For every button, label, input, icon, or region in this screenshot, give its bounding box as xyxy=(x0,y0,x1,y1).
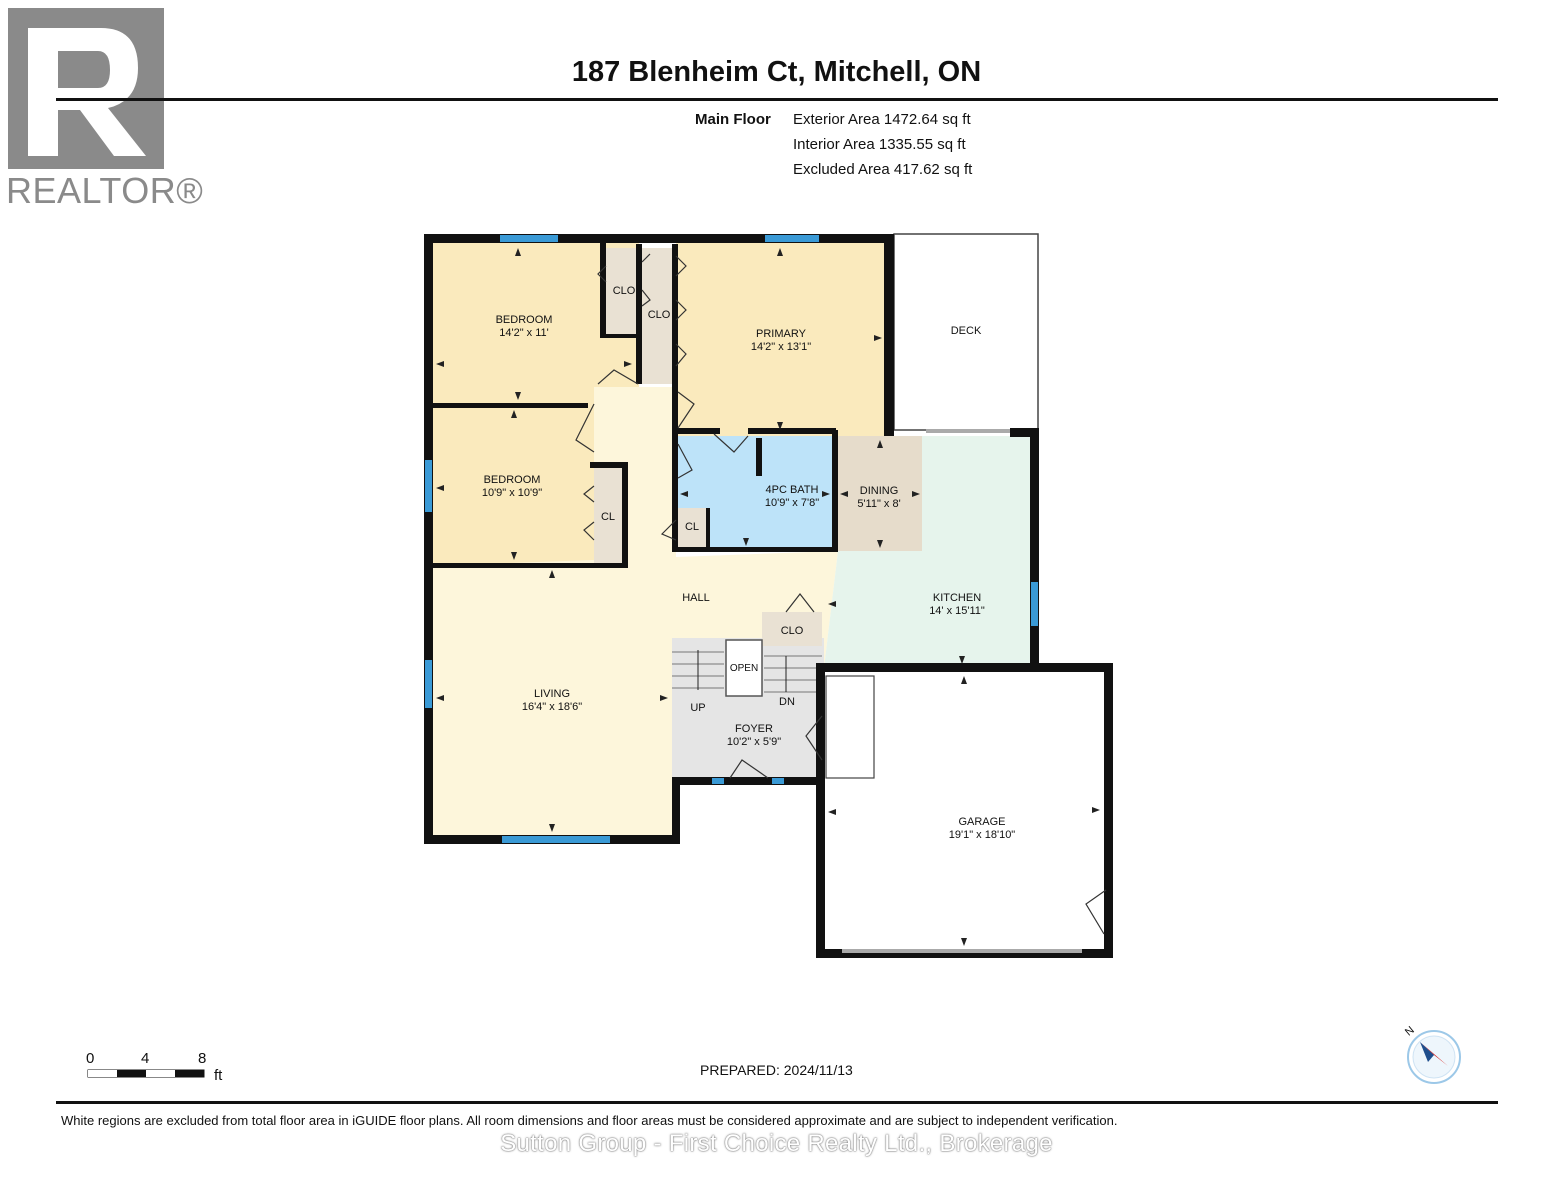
walls xyxy=(424,234,1113,958)
realtor-r-logo-icon xyxy=(8,8,164,169)
foyer-dims: 10'2" x 5'9" xyxy=(727,736,781,748)
doors xyxy=(575,253,1107,953)
garage-dims: 19'1" x 18'10" xyxy=(949,829,1016,841)
stairs-dn-label: DN xyxy=(779,696,795,708)
primary-dims: 14'2" x 13'1" xyxy=(751,341,811,353)
scale-unit: ft xyxy=(214,1067,223,1084)
realtor-wordmark: REALTOR® xyxy=(6,170,204,211)
hall-name: HALL xyxy=(682,592,710,604)
room-fills xyxy=(430,240,1030,838)
header-divider xyxy=(56,98,1498,101)
scale-label-0: 0 xyxy=(86,1050,94,1067)
closet-fill-4 xyxy=(676,508,708,548)
closet-fill-1 xyxy=(606,248,638,336)
deck-name: DECK xyxy=(951,325,982,337)
living-name: LIVING xyxy=(534,688,570,700)
property-address-title: 187 Blenheim Ct, Mitchell, ON xyxy=(571,56,982,88)
compass-icon: N xyxy=(1403,1024,1461,1084)
room-labels: BEDROOM 14'2" x 11' PRIMARY 14'2" x 13'1… xyxy=(482,285,1015,841)
kitchen-dims: 14' x 15'11" xyxy=(929,605,985,617)
footer-divider xyxy=(56,1101,1498,1104)
floor-name: Main Floor xyxy=(695,111,771,128)
dimension-ticks xyxy=(436,248,1100,946)
bedroom1-name: BEDROOM xyxy=(496,314,553,326)
closet-label-5: CLO xyxy=(781,625,804,637)
stairs xyxy=(672,650,822,693)
kitchen-fill xyxy=(824,436,1030,668)
primary-fill xyxy=(676,240,889,436)
bedroom1-dims: 14'2" x 11' xyxy=(499,327,549,339)
brokerage-watermark: Sutton Group - First Choice Realty Ltd.,… xyxy=(500,1130,1053,1157)
compass-north: N xyxy=(1403,1024,1417,1038)
closet-label-3: CL xyxy=(601,511,615,523)
interior-area: Interior Area 1335.55 sq ft xyxy=(793,136,966,153)
stairs-open-label: OPEN xyxy=(730,663,758,674)
deck xyxy=(893,233,1039,431)
exterior-area: Exterior Area 1472.64 sq ft xyxy=(793,111,971,128)
dining-dims: 5'11" x 8' xyxy=(857,498,900,510)
scale-label-8: 8 xyxy=(198,1050,206,1067)
disclaimer: White regions are excluded from total fl… xyxy=(61,1113,1118,1128)
foyer-name: FOYER xyxy=(735,723,773,735)
windows xyxy=(425,235,1038,843)
closet-fill-2 xyxy=(642,248,676,384)
dining-name: DINING xyxy=(860,485,899,497)
bedroom2-name: BEDROOM xyxy=(484,474,541,486)
closet-label-4: CL xyxy=(685,521,699,533)
closet-fill-5 xyxy=(762,612,822,646)
stairs-open-well xyxy=(725,639,763,697)
primary-name: PRIMARY xyxy=(756,328,807,340)
closet-fill-3 xyxy=(594,466,624,566)
scale-bar: 0 4 8 ft xyxy=(86,1050,223,1084)
stairs-up-label: UP xyxy=(690,702,705,714)
kitchen-name: KITCHEN xyxy=(933,592,981,604)
dining-fill xyxy=(836,436,922,551)
living-dims: 16'4" x 18'6" xyxy=(522,701,582,713)
bath-dims: 10'9" x 7'8" xyxy=(765,497,819,509)
bath-name: 4PC BATH xyxy=(766,484,819,496)
prepared-date: PREPARED: 2024/11/13 xyxy=(700,1062,853,1078)
closet-label-2: CLO xyxy=(648,309,671,321)
bedroom2-fill xyxy=(430,406,594,566)
realtor-logo xyxy=(6,6,181,211)
garage-name: GARAGE xyxy=(958,816,1005,828)
excluded-area: Excluded Area 417.62 sq ft xyxy=(793,161,973,178)
scale-label-4: 4 xyxy=(141,1050,149,1067)
closet-label-1: CLO xyxy=(613,285,636,297)
hall-living-fill xyxy=(430,551,838,838)
bedroom2-dims: 10'9" x 10'9" xyxy=(482,487,542,499)
